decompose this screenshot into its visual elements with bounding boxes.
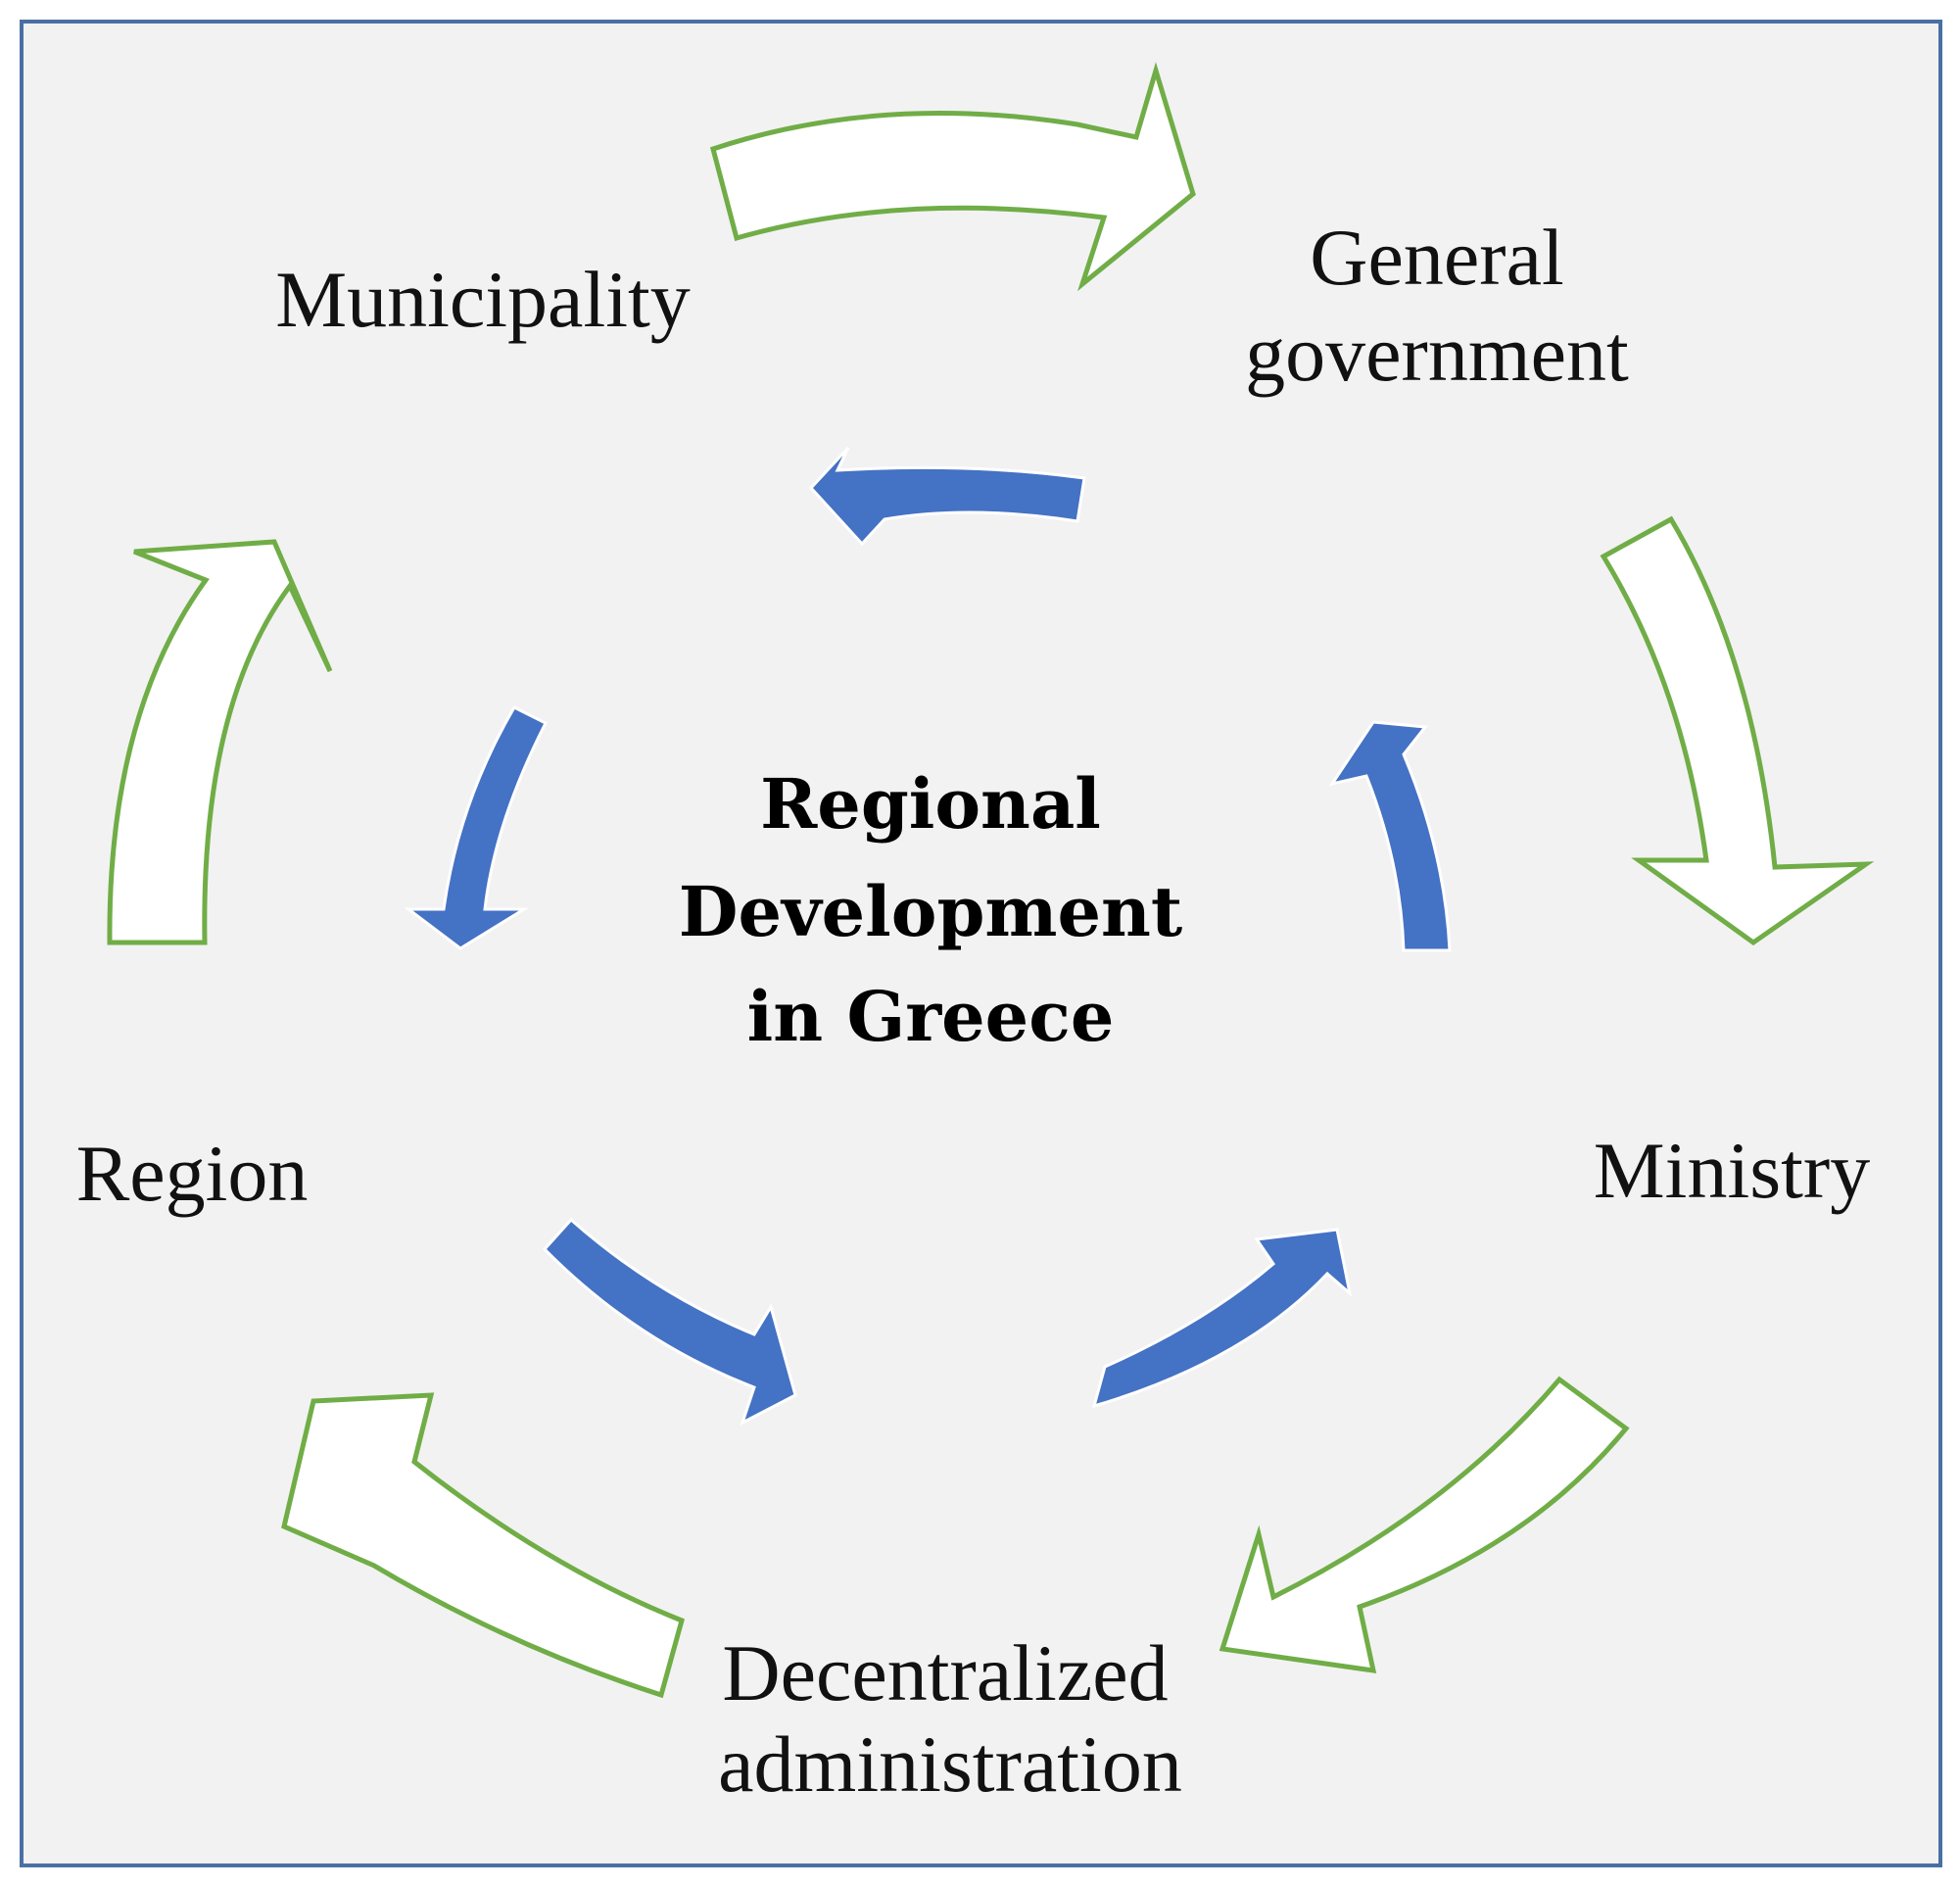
inner-arrow-bottom-left bbox=[542, 1217, 797, 1427]
center-title-line-3: in Greece bbox=[747, 976, 1115, 1057]
arrow-region-to-municipality bbox=[107, 539, 333, 945]
arrow-municipality-to-general-government bbox=[709, 62, 1196, 292]
center-title-line-1: Regional bbox=[760, 763, 1101, 845]
diagram-frame bbox=[20, 20, 1942, 1867]
node-general-government-line-1: General bbox=[1310, 213, 1564, 302]
node-region: Region bbox=[76, 1129, 309, 1218]
center-title-line-2: Development bbox=[679, 871, 1183, 952]
node-municipality: Municipality bbox=[275, 255, 691, 344]
inner-arrow-left bbox=[404, 705, 549, 950]
node-ministry: Ministry bbox=[1594, 1126, 1870, 1215]
inner-arrow-top bbox=[808, 446, 1086, 547]
node-decentralized-administration-line-2: administration bbox=[718, 1719, 1182, 1809]
node-general-government-line-2: government bbox=[1245, 309, 1629, 398]
inner-arrow-right bbox=[1328, 720, 1452, 952]
node-decentralized-administration-line-1: Decentralized bbox=[722, 1628, 1168, 1718]
arrow-decentralized-administration-to-region bbox=[281, 1392, 686, 1699]
inner-arrow-bottom-right bbox=[1091, 1228, 1353, 1409]
arrow-general-government-to-ministry bbox=[1600, 515, 1875, 946]
arrow-ministry-to-decentralized-administration bbox=[1219, 1376, 1630, 1673]
